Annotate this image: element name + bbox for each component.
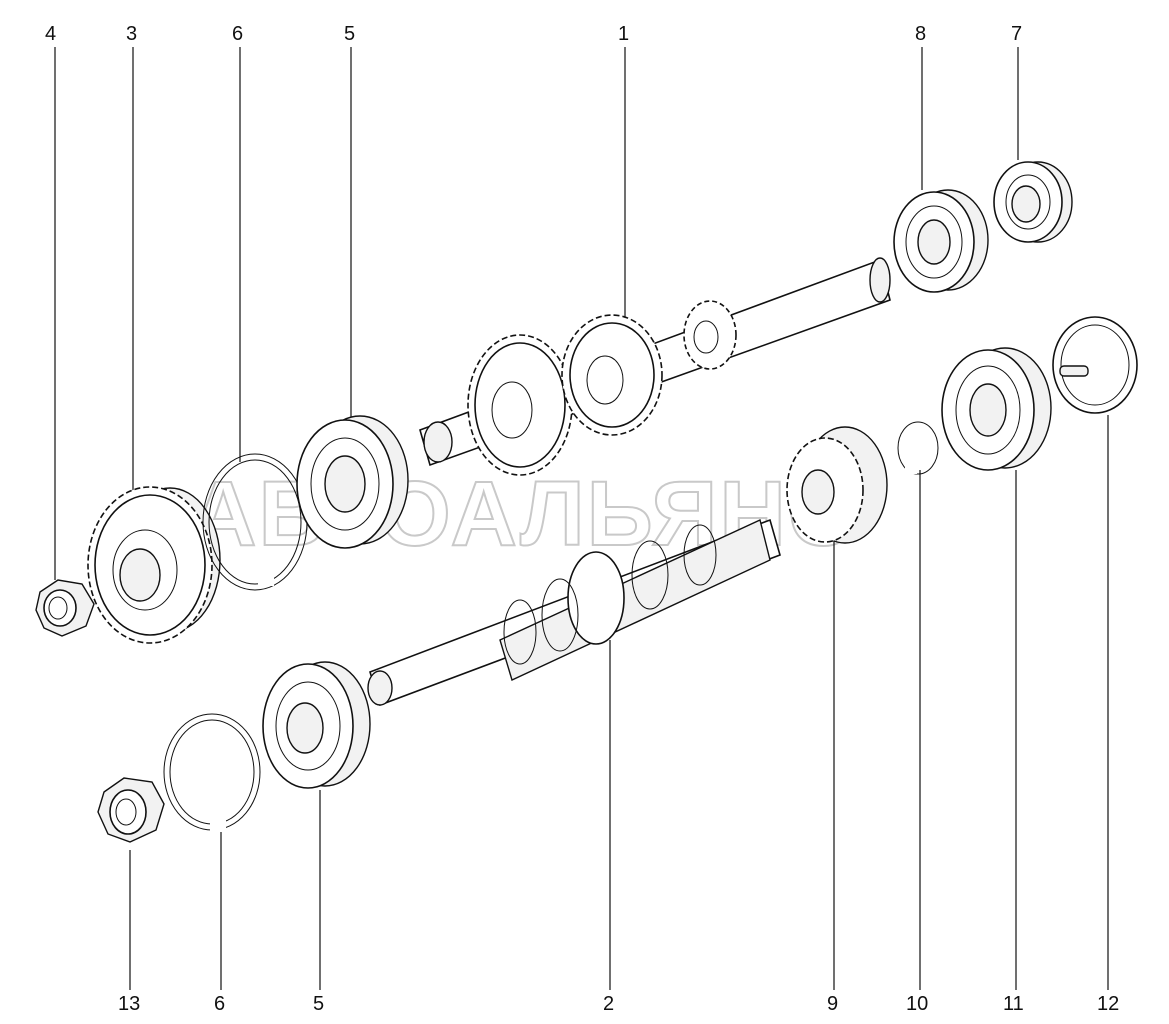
hex-nut-icon xyxy=(35,579,95,637)
ball-bearing-top-icon xyxy=(296,415,409,549)
end-cap-icon xyxy=(1052,316,1138,414)
callout-3: 3 xyxy=(126,23,137,45)
callout-2: 2 xyxy=(603,993,614,1015)
callout-9: 9 xyxy=(827,993,838,1015)
callout-11: 11 xyxy=(1003,993,1024,1015)
callout-5-top: 5 xyxy=(344,23,355,45)
callout-12: 12 xyxy=(1097,993,1119,1015)
callout-4: 4 xyxy=(45,23,56,45)
callouts-top: 4 3 6 5 1 8 7 xyxy=(45,23,1022,580)
bevel-gear-icon xyxy=(786,426,888,544)
small-circlip-icon xyxy=(897,421,939,475)
ball-bearing-right-icon xyxy=(893,189,989,293)
callout-6-top: 6 xyxy=(232,23,243,45)
gear-shaft-upper-icon xyxy=(419,257,891,476)
callout-1: 1 xyxy=(618,23,629,45)
callouts-bottom: 13 6 5 2 9 10 11 12 xyxy=(118,415,1119,1015)
callout-7: 7 xyxy=(1011,23,1022,45)
hex-nut-lower-icon xyxy=(97,777,165,843)
callout-13: 13 xyxy=(118,993,140,1015)
callout-8: 8 xyxy=(915,23,926,45)
callout-5-bottom: 5 xyxy=(313,993,324,1015)
splined-shaft-lower-icon xyxy=(367,518,781,707)
ball-bearing-bottom-icon xyxy=(262,661,371,789)
bearing-seal-icon xyxy=(993,161,1073,243)
snap-ring-bottom-icon xyxy=(163,713,261,832)
helical-gear-icon xyxy=(87,486,221,644)
large-bearing-icon xyxy=(941,347,1052,471)
callout-6-bottom: 6 xyxy=(214,993,225,1015)
callout-10: 10 xyxy=(906,993,928,1015)
